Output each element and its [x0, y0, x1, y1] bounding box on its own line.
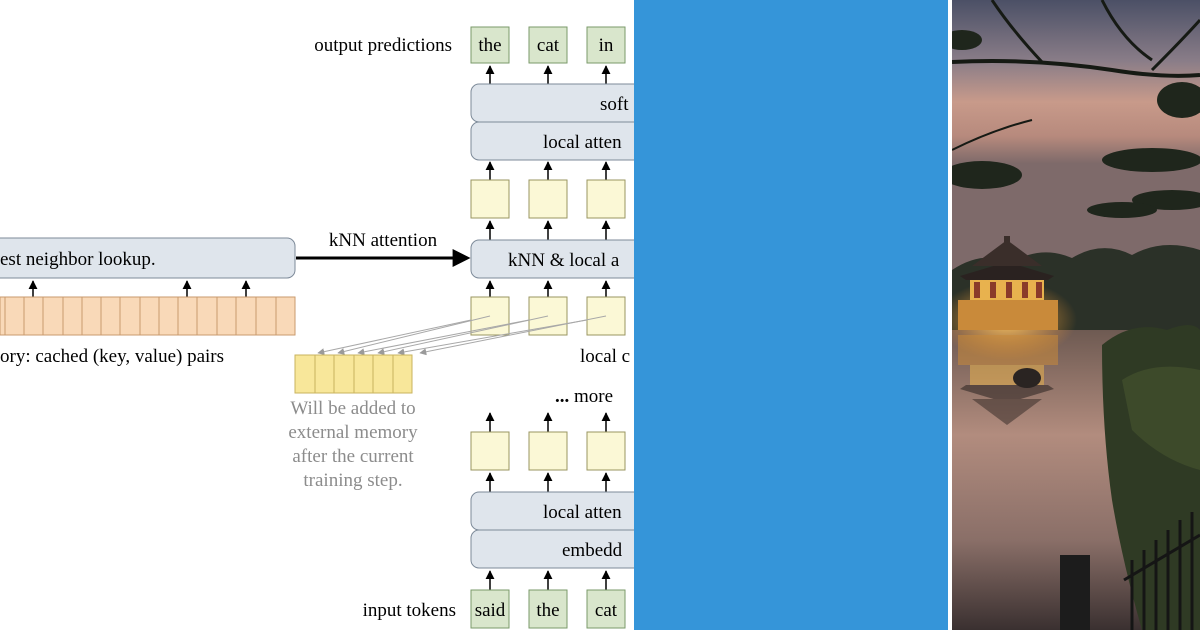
input-tokens-label: input tokens [363, 600, 456, 621]
pine-needles [952, 30, 1200, 218]
knn-to-cells-arrows [485, 220, 611, 240]
hidden-cell [470, 431, 510, 471]
lower-cells-up-arrows [485, 412, 611, 432]
output-predictions-label: output predictions [314, 35, 452, 56]
cells-to-attention-arrows [485, 161, 611, 180]
input-token: cat [595, 600, 618, 621]
pine-branches [952, 0, 1200, 151]
input-token-box [528, 589, 568, 629]
output-token: the [478, 35, 501, 56]
local-attention-bottom-label: local atten [543, 502, 622, 523]
hidden-cells-upper [470, 179, 626, 219]
external-memory-label: ory: cached (key, value) pairs [0, 346, 224, 367]
output-token: in [599, 35, 614, 56]
input-token-box [586, 589, 626, 629]
output-token: cat [537, 35, 560, 56]
softmax-output-arrows [485, 65, 611, 84]
nearest-neighbor-lookup-box [0, 237, 296, 279]
output-token-box [528, 26, 568, 64]
output-tokens: the cat in [470, 26, 626, 64]
attention-to-lower-cells-arrows [485, 472, 611, 492]
output-token-box [470, 26, 510, 64]
pavilion-photo-art [952, 0, 1200, 630]
blue-panel [634, 0, 948, 630]
memory-to-lookup-arrows [28, 280, 251, 297]
fence-post [1060, 555, 1090, 630]
cells-to-knn-arrows [485, 280, 611, 297]
input-tokens: said the cat [470, 589, 626, 629]
memorizing-transformer-diagram: output predictions the cat in soft local… [0, 26, 634, 629]
pavilion-photo [952, 0, 1200, 630]
bushes [1122, 366, 1200, 470]
hidden-cell [586, 179, 626, 219]
hidden-cell [528, 431, 568, 471]
embedding-layer [470, 529, 634, 569]
knn-local-attention-label: kNN & local a [508, 250, 620, 271]
nearest-neighbor-lookup-label: est neighbor lookup. [0, 249, 156, 270]
hidden-cell [586, 431, 626, 471]
hidden-cell [528, 179, 568, 219]
knn-attention-label: kNN attention [329, 230, 438, 251]
note-line: training step. [303, 470, 402, 491]
local-context-label: local c [580, 346, 630, 367]
external-memory-strip [0, 296, 296, 336]
output-token-box [586, 26, 626, 64]
input-token: said [475, 600, 506, 621]
more-layers-label: ... more [555, 386, 613, 407]
stone [1013, 368, 1041, 388]
pending-memory-cells [294, 354, 413, 394]
local-attention-top-layer [470, 121, 634, 161]
input-token-box [470, 589, 510, 629]
hidden-cells-lower [470, 431, 626, 471]
local-attention-top-label: local atten [543, 132, 622, 153]
fence [1123, 512, 1200, 630]
embedding-label: embedd [562, 540, 623, 561]
pavilion [958, 236, 1058, 330]
input-to-embedding-arrows [485, 570, 611, 590]
hidden-cell [470, 179, 510, 219]
diagram-panel: output predictions the cat in soft local… [0, 26, 634, 629]
will-be-added-note: Will be added to external memory after t… [288, 398, 418, 491]
note-line: Will be added to [290, 398, 415, 419]
note-line: external memory [288, 422, 418, 443]
external-memory-cells [0, 296, 296, 336]
copy-to-memory-lines [317, 315, 607, 356]
input-token: the [536, 600, 559, 621]
note-line: after the current [292, 446, 414, 467]
knn-local-attention-layer [470, 239, 634, 279]
softmax-label: soft [600, 94, 629, 115]
